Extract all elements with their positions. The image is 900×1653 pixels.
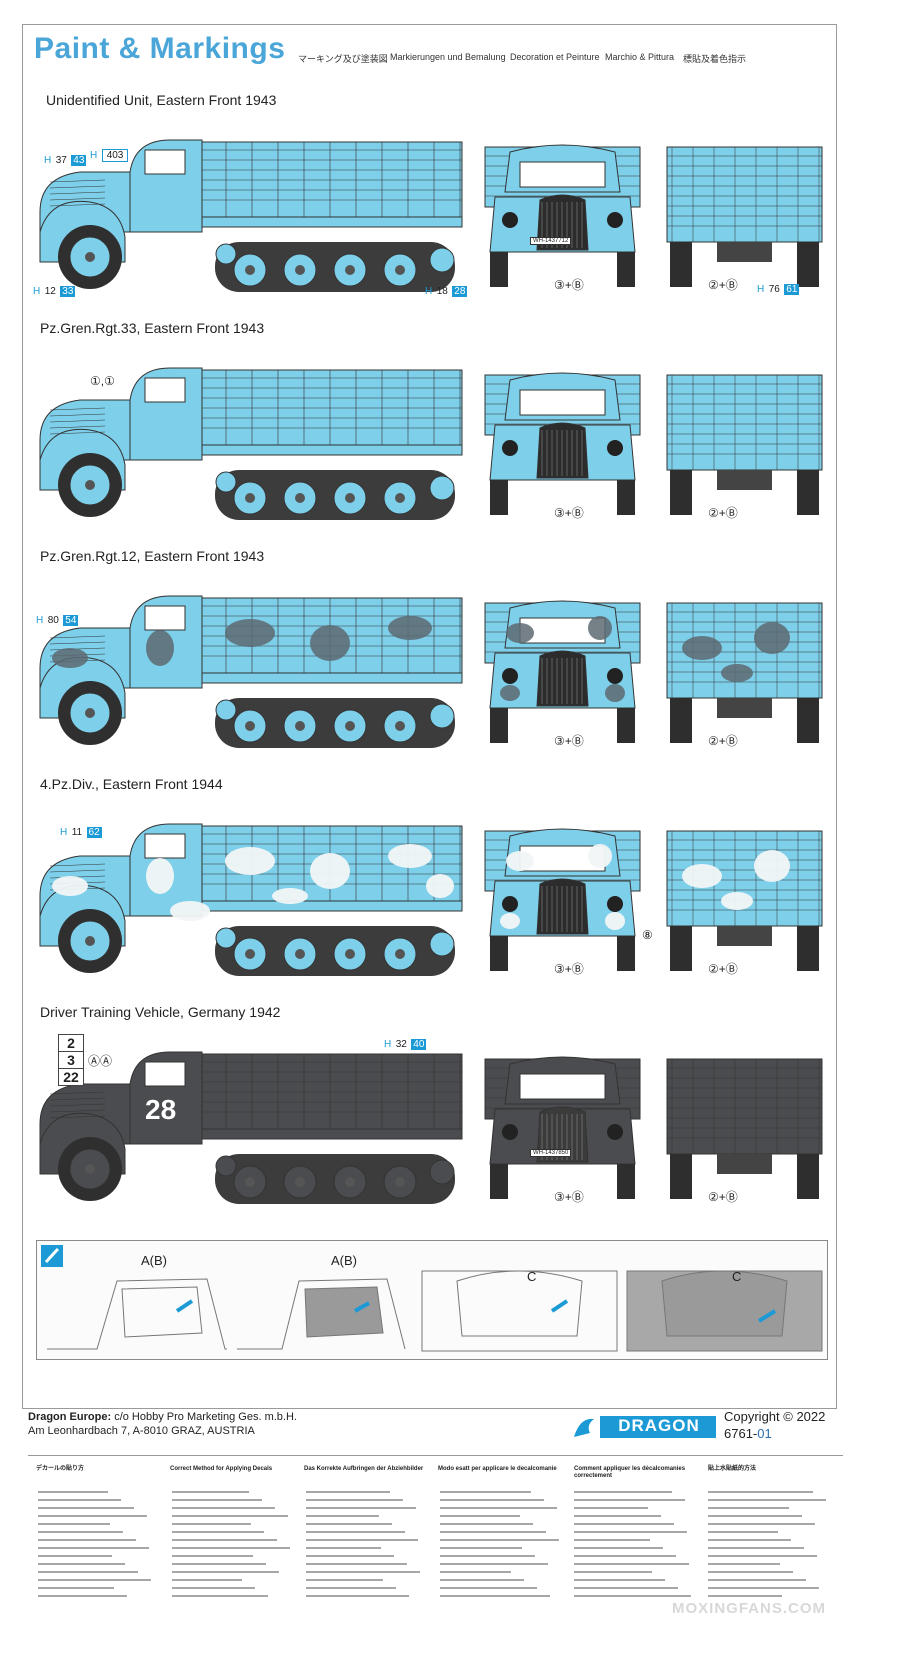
front-callout: ③+Ⓑ <box>554 506 584 520</box>
lang-fr: Decoration et Peinture <box>510 52 600 62</box>
front-plate: WH-1437712 <box>530 237 572 245</box>
rear-callout: ②+Ⓑ <box>708 278 738 292</box>
copyright-block: Copyright © 2022 6761-01 <box>724 1409 826 1441</box>
tag-h37-43: H 37 43 <box>44 155 87 166</box>
section-5-title: Driver Training Vehicle, Germany 1942 <box>40 1004 281 1020</box>
license-digits-decal: 2 3 22 <box>58 1034 84 1086</box>
tag-h11-62: H 11 62 <box>60 827 102 838</box>
inset-label-3: C <box>527 1269 537 1284</box>
rear-view <box>666 146 823 287</box>
inset-label-4: C <box>732 1269 742 1284</box>
section-4-title: 4.Pz.Div., Eastern Front 1944 <box>40 776 223 792</box>
section-1-title: Unidentified Unit, Eastern Front 1943 <box>46 92 277 108</box>
arrow-4 <box>757 1309 777 1323</box>
rear-callout: ②+Ⓑ <box>708 1190 738 1204</box>
front-view <box>484 600 641 743</box>
front-plate: WH-1437850 <box>530 1149 572 1157</box>
rear-callout: ②+Ⓑ <box>708 506 738 520</box>
tag-h80-54: H 80 54 <box>36 615 79 626</box>
decal-instructions: デカールの貼り方 Correct Method for Applying Dec… <box>28 1455 843 1636</box>
callout-aa: ⒶⒶ <box>88 1054 113 1068</box>
callout-8: ⑧ <box>642 928 653 942</box>
windshield-detail-inset: A(B) A(B) C C <box>36 1240 828 1360</box>
callout-1-1: ①,① <box>90 374 115 388</box>
page-title: Paint & Markings <box>34 32 286 65</box>
rear-view <box>666 1058 823 1199</box>
dragon-europe-address: Dragon Europe: c/o Hobby Pro Marketing G… <box>28 1411 297 1437</box>
rear-view <box>666 602 823 743</box>
front-callout: ③+Ⓑ <box>554 734 584 748</box>
vehicle-row-5: ③+Ⓑ ②+Ⓑ WH-1437850 28 <box>30 1044 830 1224</box>
rear-view <box>666 374 823 515</box>
instr-cn: 貼上水貼紙的方法 <box>708 1466 757 1472</box>
instr-text-lines <box>38 1491 826 1597</box>
inset-label-1: A(B) <box>141 1253 167 1268</box>
front-callout: ③+Ⓑ <box>554 962 584 976</box>
front-callout: ③+Ⓑ <box>554 278 584 292</box>
vehicle-row-4: ③+Ⓑ ②+Ⓑ <box>30 816 830 996</box>
tag-h12-33: H 12 33 <box>33 286 76 297</box>
instr-en: Correct Method for Applying Decals <box>170 1466 273 1472</box>
tag-h76-61: H 76 61 <box>757 284 800 295</box>
inset-drawings <box>41 1245 823 1352</box>
tag-h32-40: H 32 40 <box>384 1039 427 1050</box>
instr-it: Modo esatt per applicare le decalcomanie <box>438 1466 557 1472</box>
section-3-title: Pz.Gren.Rgt.12, Eastern Front 1943 <box>40 548 265 564</box>
side-view <box>39 595 463 748</box>
tag-h18-28: H 18 28 <box>425 286 468 297</box>
instr-fr: Comment appliquer les décalcomanies corr… <box>574 1466 686 1479</box>
watermark: MOXINGFANS.COM <box>672 1600 827 1617</box>
brush-icon <box>44 1247 60 1264</box>
lang-jp: マーキング及び塗装図 <box>298 54 388 64</box>
arrow-1 <box>175 1299 194 1313</box>
side-number: 28 <box>145 1094 177 1125</box>
front-view <box>484 828 641 971</box>
section-2-title: Pz.Gren.Rgt.33, Eastern Front 1943 <box>40 320 265 336</box>
instr-jp: デカールの貼り方 <box>36 1466 85 1472</box>
instr-de: Das Korrekte Aufbringen der Abziehbilder <box>304 1466 424 1472</box>
vehicle-row-3: ③+Ⓑ ②+Ⓑ <box>30 588 830 768</box>
front-view <box>484 1056 641 1199</box>
vehicle-row-2: ③+Ⓑ ②+Ⓑ <box>30 360 830 540</box>
lang-cn: 標貼及着色指示 <box>683 54 747 64</box>
rear-callout: ②+Ⓑ <box>708 734 738 748</box>
vehicle-row-1: ③+Ⓑ ②+Ⓑ WH-1437712 <box>30 132 830 312</box>
dragon-logo: DRAGON <box>570 1411 720 1448</box>
front-callout: ③+Ⓑ <box>554 1190 584 1204</box>
arrow-2 <box>354 1301 370 1313</box>
rear-view <box>666 830 823 971</box>
lang-de: Markierungen und Bemalung <box>390 52 506 62</box>
front-view <box>484 144 641 287</box>
side-view <box>39 823 463 976</box>
lang-it: Marchio & Pittura <box>605 52 675 62</box>
rear-callout: ②+Ⓑ <box>708 962 738 976</box>
side-view <box>39 1051 463 1204</box>
arrow-3 <box>550 1299 569 1313</box>
front-view <box>484 372 641 515</box>
side-view <box>39 367 463 520</box>
inset-label-2: A(B) <box>331 1253 357 1268</box>
tag-h403: H 403 <box>90 145 129 163</box>
side-view <box>39 139 463 292</box>
